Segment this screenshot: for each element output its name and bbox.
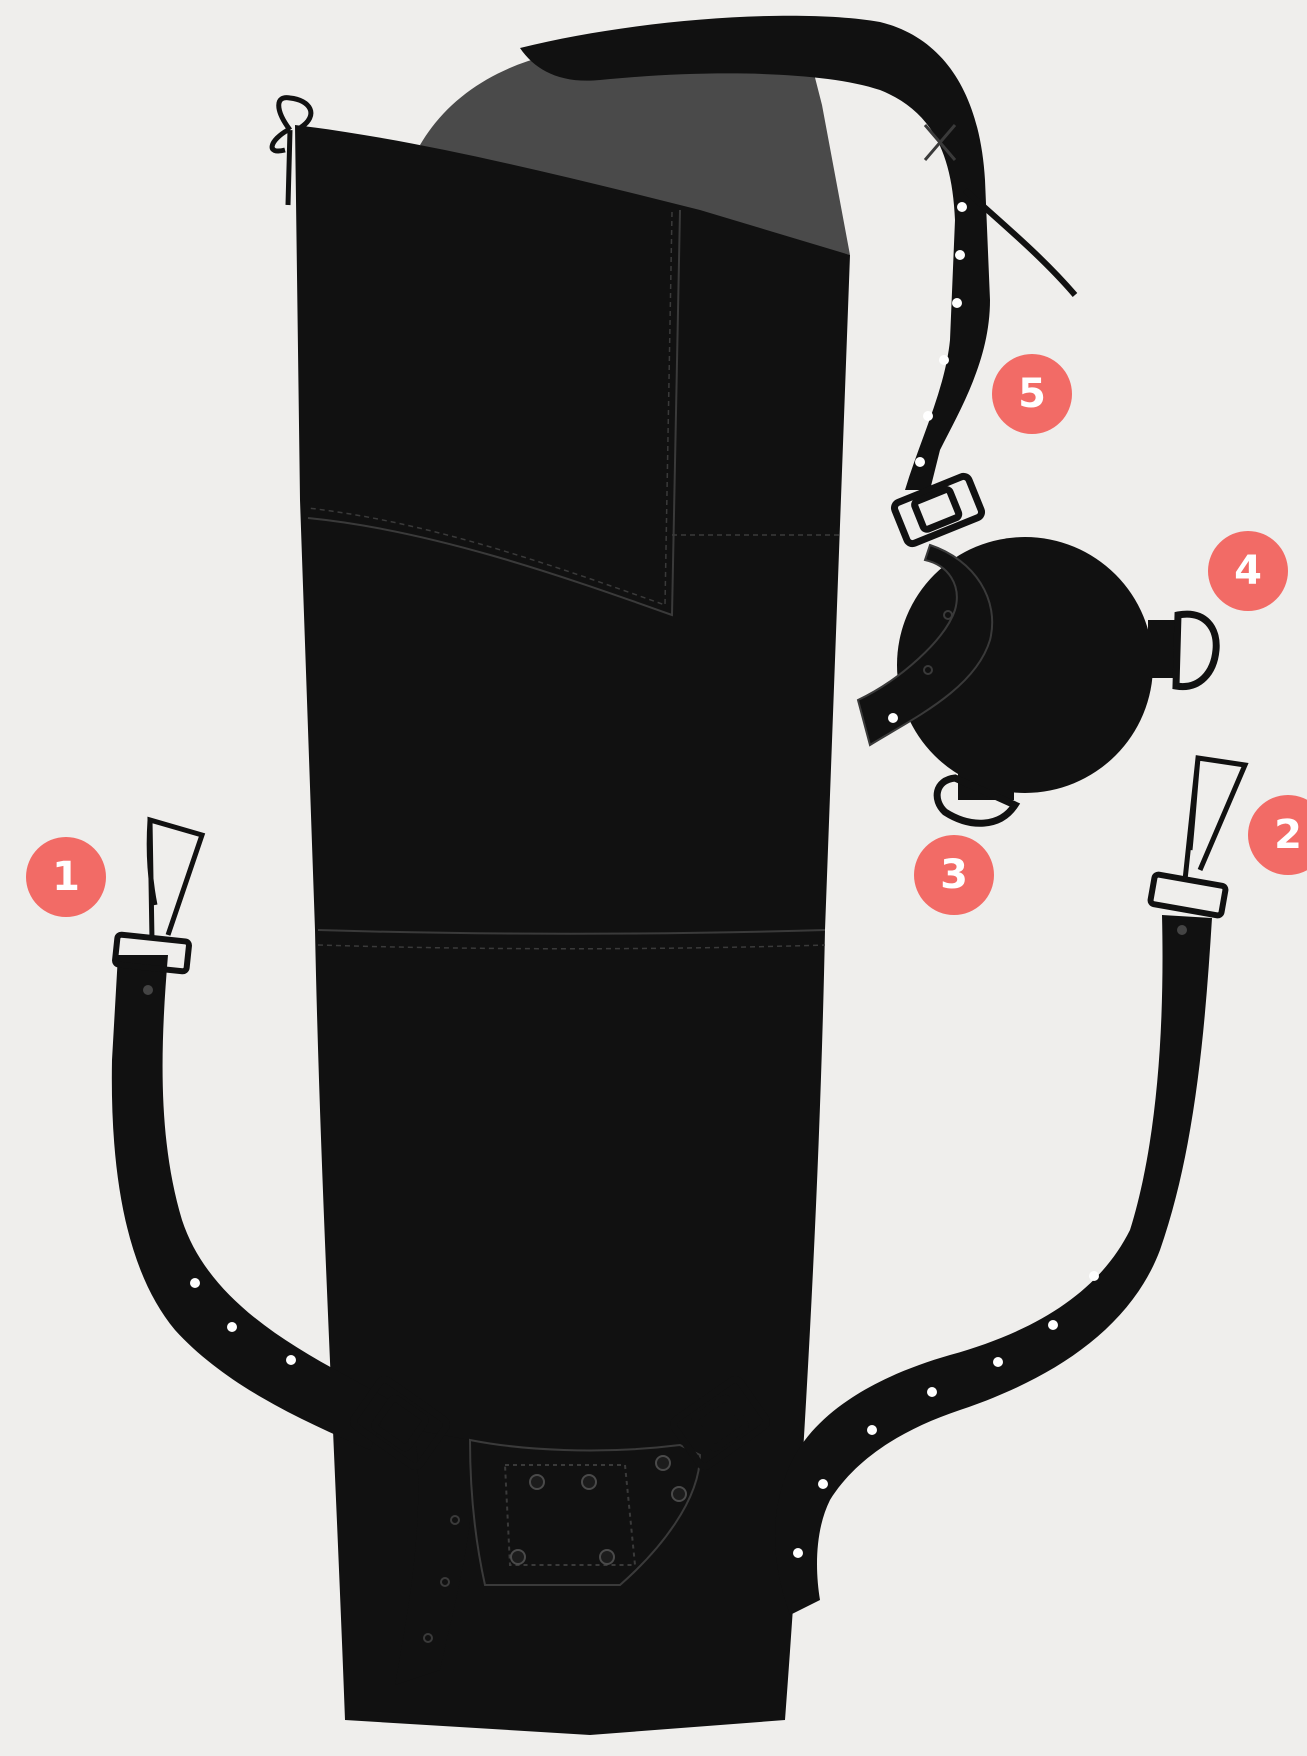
lining-flap [420, 48, 850, 255]
front-pocket [307, 209, 681, 617]
left-tab [395, 1430, 473, 1685]
ball-strap [856, 543, 994, 747]
base-plate [503, 1464, 637, 1566]
right-strap-holes [793, 1271, 1099, 1558]
left-snap-hook [146, 816, 206, 941]
ball-strap-holes [888, 610, 953, 723]
marker-2: 2 [1248, 795, 1307, 875]
pocket-stitch [307, 211, 842, 607]
top-strap-cross [923, 124, 957, 161]
right-d-ring [1172, 610, 1220, 691]
left-hook-buckle [112, 931, 192, 975]
marker-1: 1 [26, 837, 106, 917]
top-strap [520, 15, 990, 491]
marker-5: 5 [992, 354, 1072, 434]
base-rivets [510, 1455, 687, 1565]
mid-seam [317, 929, 826, 935]
base-panel [468, 1438, 702, 1586]
ball-top-buckle [890, 472, 986, 548]
right-buckle [670, 1375, 770, 1471]
top-strap-lace [963, 187, 1078, 297]
right-hook-buckle [1147, 871, 1229, 919]
top-tie [269, 95, 314, 206]
left-strap [111, 955, 391, 1450]
left-buckle [350, 1375, 450, 1471]
left-tab-holes [423, 1515, 460, 1643]
top-strap-holes [915, 202, 967, 467]
right-strap-rivet [1177, 925, 1187, 935]
right-snap-hook [1182, 755, 1249, 881]
mid-seam-stitch [317, 944, 826, 950]
quiver-body [295, 125, 850, 1735]
marker-3: 3 [914, 835, 994, 915]
right-strap [775, 915, 1212, 1615]
left-strap-rivet [143, 985, 153, 995]
bottom-d-ring [933, 774, 1021, 827]
left-strap-holes [190, 1278, 296, 1365]
marker-4: 4 [1208, 531, 1288, 611]
